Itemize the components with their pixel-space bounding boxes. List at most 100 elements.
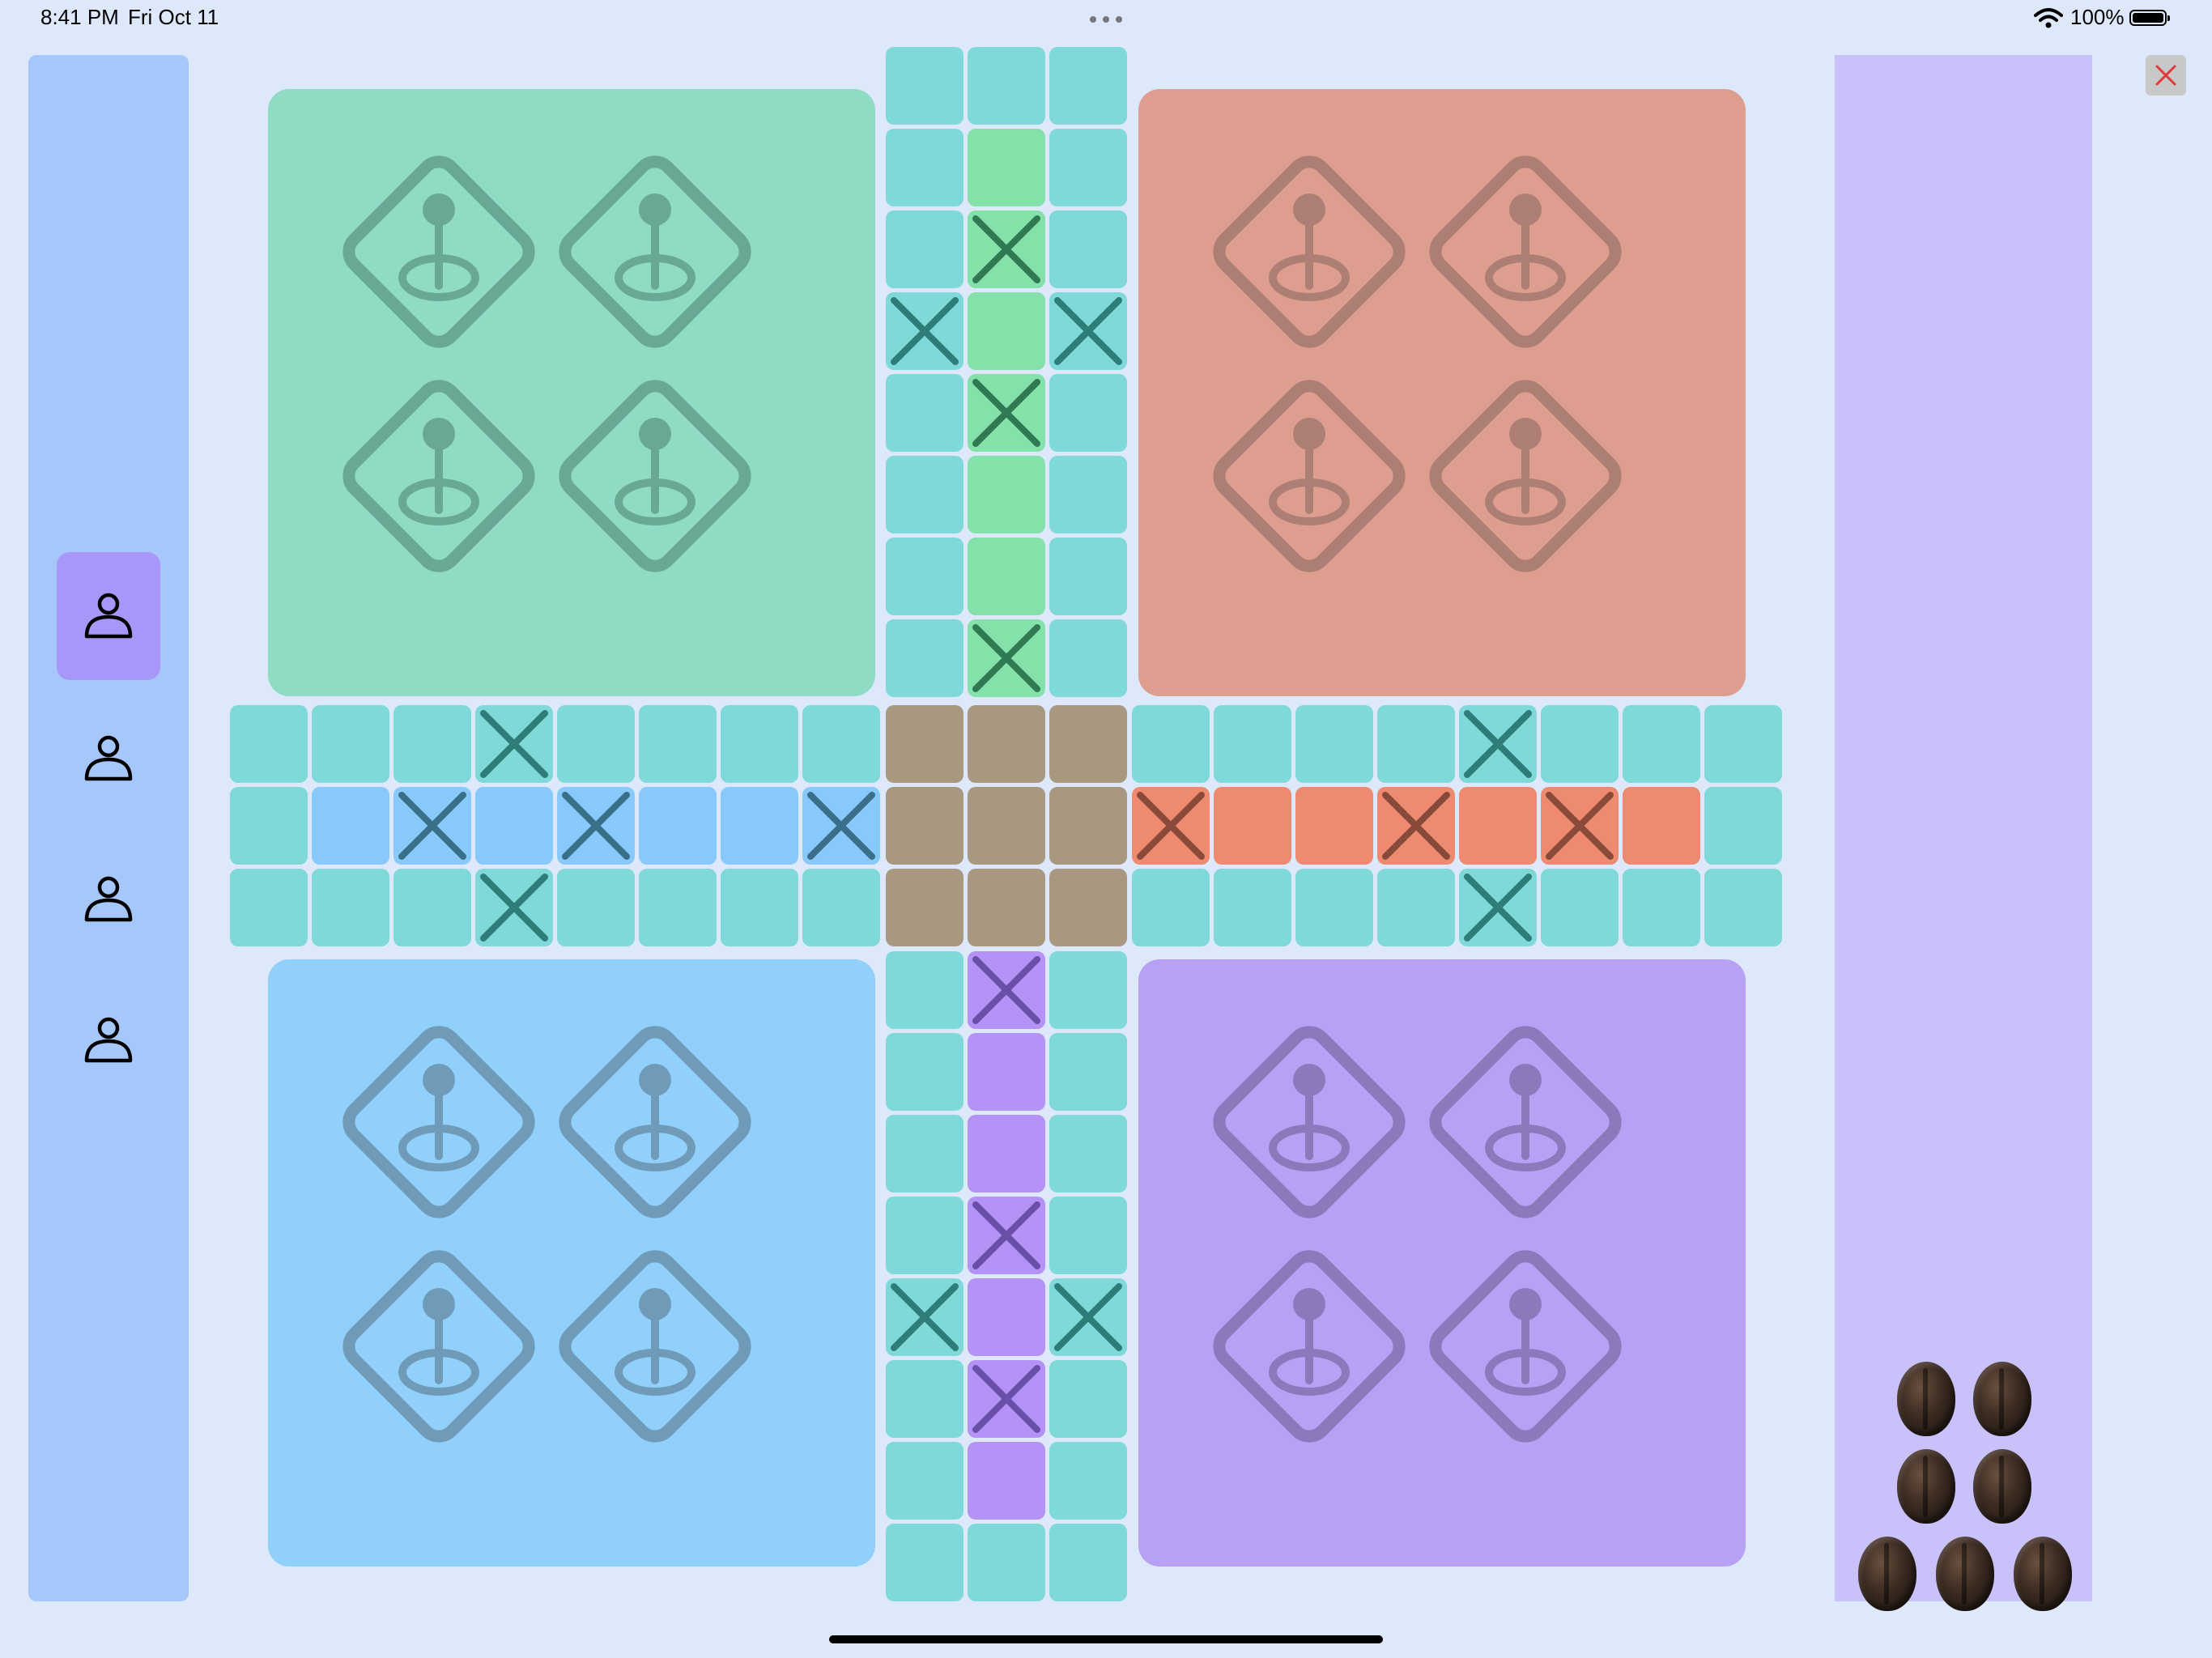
cowrie-shell-icon[interactable] [1897,1362,1955,1436]
green-lane-cell[interactable] [968,129,1045,206]
track-cell[interactable] [1541,869,1619,946]
purple-lane-cell[interactable] [968,1278,1045,1356]
red-lane-cell[interactable] [1377,787,1455,865]
track-cell[interactable] [886,292,963,370]
center-cell[interactable] [886,787,963,865]
purple-lane-cell[interactable] [968,951,1045,1029]
cowrie-shell-icon[interactable] [1897,1449,1955,1524]
track-cell[interactable] [802,705,880,783]
track-cell[interactable] [721,869,798,946]
center-cell[interactable] [968,869,1045,946]
track-cell[interactable] [886,619,963,697]
blue-lane-cell[interactable] [312,787,389,865]
track-cell[interactable] [721,705,798,783]
track-cell[interactable] [1214,705,1291,783]
blue-lane-cell[interactable] [393,787,471,865]
track-cell[interactable] [639,869,717,946]
track-cell[interactable] [1049,538,1127,615]
track-cell[interactable] [557,705,635,783]
track-cell[interactable] [1049,292,1127,370]
token-slot[interactable] [325,1233,552,1464]
track-cell[interactable] [886,1360,963,1438]
green-lane-cell[interactable] [968,210,1045,288]
purple-lane-cell[interactable] [968,1442,1045,1520]
blue-lane-cell[interactable] [802,787,880,865]
cowrie-shell-icon[interactable] [1936,1537,1994,1611]
track-cell[interactable] [886,210,963,288]
purple-lane-cell[interactable] [968,1197,1045,1274]
blue-lane-cell[interactable] [557,787,635,865]
track-cell[interactable] [968,47,1045,125]
player-slot-2[interactable] [57,695,160,823]
blue-lane-cell[interactable] [639,787,717,865]
track-cell[interactable] [886,538,963,615]
track-cell[interactable] [1049,1033,1127,1111]
blue-lane-cell[interactable] [721,787,798,865]
token-slot[interactable] [1412,1009,1639,1239]
cowrie-shell-icon[interactable] [1973,1449,2031,1524]
track-cell[interactable] [1377,705,1455,783]
track-cell[interactable] [475,705,553,783]
track-cell[interactable] [1049,210,1127,288]
token-slot[interactable] [542,1009,768,1239]
cowrie-shell-icon[interactable] [2014,1537,2072,1611]
track-cell[interactable] [230,869,308,946]
track-cell[interactable] [1049,47,1127,125]
track-cell[interactable] [312,869,389,946]
close-button[interactable] [2146,55,2186,96]
track-cell[interactable] [1049,456,1127,534]
red-lane-cell[interactable] [1295,787,1373,865]
home-indicator[interactable] [829,1635,1383,1643]
track-cell[interactable] [1541,705,1619,783]
track-cell[interactable] [639,705,717,783]
track-cell[interactable] [1049,619,1127,697]
token-slot[interactable] [325,363,552,593]
green-lane-cell[interactable] [968,456,1045,534]
track-cell[interactable] [1049,1278,1127,1356]
purple-lane-cell[interactable] [968,1360,1045,1438]
red-lane-cell[interactable] [1459,787,1537,865]
token-slot[interactable] [1412,138,1639,369]
player-slot-4[interactable] [57,976,160,1104]
track-cell[interactable] [1377,869,1455,946]
track-cell[interactable] [1049,129,1127,206]
track-cell[interactable] [1132,869,1210,946]
track-cell[interactable] [1295,869,1373,946]
track-cell[interactable] [1049,374,1127,452]
track-cell[interactable] [1704,869,1782,946]
center-cell[interactable] [886,869,963,946]
track-cell[interactable] [1049,1442,1127,1520]
track-cell[interactable] [886,1115,963,1192]
track-cell[interactable] [1459,705,1537,783]
track-cell[interactable] [1623,705,1700,783]
track-cell[interactable] [1132,705,1210,783]
green-lane-cell[interactable] [968,619,1045,697]
track-cell[interactable] [886,1197,963,1274]
track-cell[interactable] [393,869,471,946]
token-slot[interactable] [542,138,768,369]
red-lane-cell[interactable] [1132,787,1210,865]
red-lane-cell[interactable] [1541,787,1619,865]
center-cell[interactable] [886,705,963,783]
blue-lane-cell[interactable] [475,787,553,865]
track-cell[interactable] [230,705,308,783]
token-slot[interactable] [542,1233,768,1464]
purple-lane-cell[interactable] [968,1033,1045,1111]
red-lane-cell[interactable] [1623,787,1700,865]
token-slot[interactable] [1412,363,1639,593]
track-cell[interactable] [1459,869,1537,946]
track-cell[interactable] [475,869,553,946]
track-cell[interactable] [886,47,963,125]
token-slot[interactable] [1196,363,1423,593]
purple-lane-cell[interactable] [968,1115,1045,1192]
track-cell[interactable] [1049,1197,1127,1274]
center-cell[interactable] [1049,869,1127,946]
cowrie-shell-icon[interactable] [1973,1362,2031,1436]
player-slot-3[interactable] [57,835,160,963]
ellipsis-icon[interactable] [1088,3,1124,31]
track-cell[interactable] [886,1278,963,1356]
track-cell[interactable] [968,1524,1045,1601]
center-cell[interactable] [968,705,1045,783]
track-cell[interactable] [886,129,963,206]
track-cell[interactable] [393,705,471,783]
